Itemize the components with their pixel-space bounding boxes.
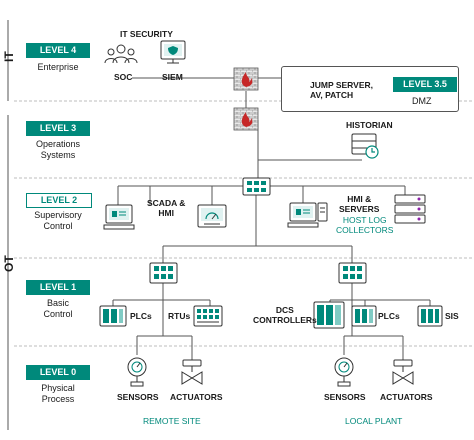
firewall-icon-lower [233,107,259,131]
scada-hmi-label: SCADA & HMI [147,198,186,218]
host-log-collectors-label: HOST LOG COLLECTORS [336,215,394,235]
it-security-title: IT SECURITY [120,29,173,39]
plcs-remote-label: PLCs [130,311,152,321]
rtus-label: RTUs [168,311,191,321]
plc-icon-local [351,305,377,327]
sensor-icon-remote [127,357,147,387]
sensor-icon-local [334,357,354,387]
level-3-5-badge: LEVEL 3.5 [393,77,457,92]
network-switch-icon-local [338,262,367,284]
network-switch-icon-l2 [242,177,271,196]
local-plant-label: LOCAL PLANT [345,416,403,426]
network-switch-icon-remote [149,262,178,284]
actuators-local-label: ACTUATORS [380,392,433,402]
remote-site-label: REMOTE SITE [143,416,201,426]
hmi-servers-label: HMI & SERVERS [339,194,380,214]
jump-server-label: JUMP SERVER, AV, PATCH [310,80,373,100]
hmi-workstation-icon [287,202,319,228]
plc-icon-remote [99,305,127,327]
historian-server-icon [351,133,379,159]
sis-icon [417,305,443,327]
sensors-local-label: SENSORS [324,392,366,402]
rtu-icon [193,305,223,327]
level-1-badge: LEVEL 1 [26,280,90,295]
dcs-controller-icon [313,301,345,329]
level-0-badge: LEVEL 0 [26,365,90,380]
scada-workstation-icon [103,204,135,230]
level-3-description: Operations Systems [35,139,81,160]
actuator-icon-local [392,359,414,385]
actuators-remote-label: ACTUATORS [170,392,223,402]
dmz-label: DMZ [412,96,432,106]
historian-label: HISTORIAN [346,120,393,130]
level-4-badge: LEVEL 4 [26,43,90,58]
dcs-controllers-label: DCS CONTROLLERs [253,305,317,325]
level-2-description: Supervisory Control [34,210,82,231]
actuator-icon-remote [181,359,203,385]
siem-icon [160,40,186,64]
hmi-gauge-panel-icon [197,204,227,228]
zone-label-it: IT [2,51,16,62]
zone-label-ot: OT [2,255,16,272]
level-4-description: Enterprise [37,62,79,72]
soc-icon [104,44,138,64]
soc-label: SOC [114,72,133,82]
firewall-icon-upper [233,67,259,91]
sis-label: SIS [445,311,459,321]
connector-lines [112,77,431,360]
plcs-local-label: PLCs [378,311,400,321]
sensors-remote-label: SENSORS [117,392,159,402]
level-2-badge: LEVEL 2 [26,193,92,208]
log-collector-server-icon [394,194,426,224]
hmi-server-icon [317,202,328,222]
level-3-badge: LEVEL 3 [26,121,90,136]
level-0-description: Physical Process [41,383,75,404]
level-1-description: Basic Control [43,298,73,319]
siem-label: SIEM [162,72,183,82]
